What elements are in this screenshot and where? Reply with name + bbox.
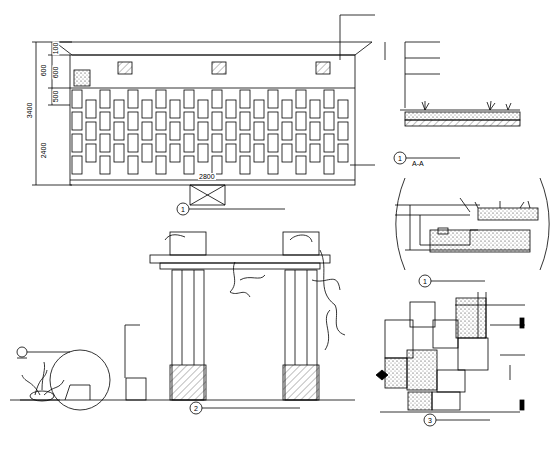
callout-number: 2	[193, 405, 199, 412]
pergola-elevation	[10, 232, 355, 414]
dimension-text: 2400	[40, 141, 47, 159]
dimension-text: 100	[52, 41, 59, 55]
dimension-text: 2800	[198, 173, 216, 180]
callout-number: 3	[427, 417, 433, 424]
edge-detail	[395, 178, 549, 287]
callout-number: 1	[422, 278, 428, 285]
dimension-text: 500	[52, 89, 59, 103]
section-aa	[394, 42, 520, 164]
callout-number: A-A	[411, 160, 425, 167]
paving-detail	[376, 292, 525, 426]
dimension-text: 600	[52, 65, 59, 79]
callout-number: 1	[397, 155, 403, 162]
dimension-text: 600	[40, 63, 47, 77]
plan-view	[32, 15, 385, 215]
dimension-text: 3400	[26, 101, 33, 119]
callout-number: 1	[180, 206, 186, 213]
